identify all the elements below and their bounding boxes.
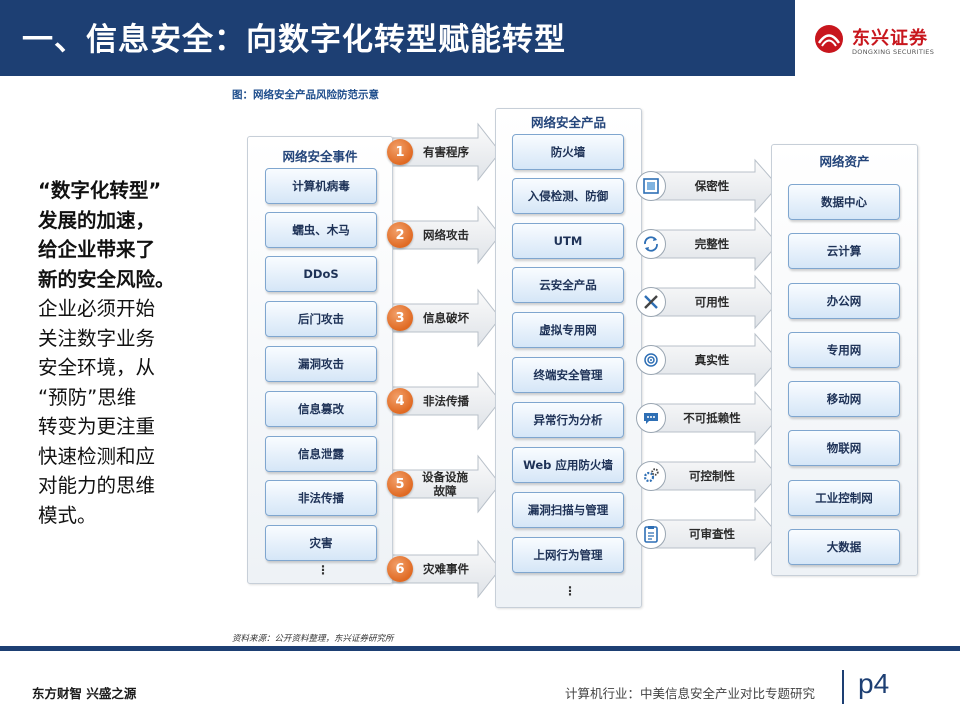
dongxing-logo-icon xyxy=(815,25,843,53)
footer-separator xyxy=(842,670,844,704)
page-number: p4 xyxy=(858,668,890,699)
threat-label: 灾难事件 xyxy=(423,562,469,576)
footer-report-title: 计算机行业：中美信息安全产业对比专题研究 xyxy=(565,686,816,701)
property-label: 可控制性 xyxy=(689,469,735,483)
logo-text-cn: 东兴证券 xyxy=(852,28,928,49)
threat-label: 网络攻击 xyxy=(423,228,469,242)
assets-panel-title: 网络资产 xyxy=(819,154,870,169)
clipboard-icon xyxy=(636,519,666,549)
threat-arrows xyxy=(384,122,501,599)
commentary-line: 企业必须开始 xyxy=(38,297,156,320)
property-label: 可审查性 xyxy=(689,527,735,541)
event-item: 后门攻击 xyxy=(265,301,377,337)
property-label: 不可抵赖性 xyxy=(683,411,741,425)
logo-text-en: DONGXING SECURITIES xyxy=(852,48,935,56)
event-item: 漏洞攻击 xyxy=(265,346,377,382)
lock-grid-icon xyxy=(636,171,666,201)
product-item: 虚拟专用网 xyxy=(512,312,624,348)
product-item: UTM xyxy=(512,223,624,259)
fingerprint-icon xyxy=(636,345,666,375)
product-item: 终端安全管理 xyxy=(512,357,624,393)
footer-divider xyxy=(0,646,960,651)
chat-bubble-icon xyxy=(636,403,666,433)
products-more: ⋮ xyxy=(564,584,576,598)
events-panel-title: 网络安全事件 xyxy=(282,149,358,164)
product-item: 入侵检测、防御 xyxy=(512,178,624,214)
event-item: 蠕虫、木马 xyxy=(265,212,377,248)
asset-item: 云计算 xyxy=(788,233,900,269)
event-item: 计算机病毒 xyxy=(265,168,377,204)
threat-label: 有害程序 xyxy=(423,145,469,159)
threat-number: 4 xyxy=(387,388,413,414)
slide-title: 一、信息安全：向数字化转型赋能转型 xyxy=(22,22,566,58)
commentary-bold-line: “数字化转型” xyxy=(38,179,162,202)
property-label: 真实性 xyxy=(694,353,730,367)
figure-source: 资料来源：公开资料整理，东兴证券研究所 xyxy=(232,634,394,644)
gears-icon xyxy=(636,461,666,491)
property-label: 可用性 xyxy=(694,295,730,309)
commentary-line: 安全环境，从 xyxy=(38,356,156,379)
refresh-cycle-icon xyxy=(636,229,666,259)
threat-label: 信息破坏 xyxy=(423,311,469,325)
property-label: 保密性 xyxy=(694,179,730,193)
product-item: 云安全产品 xyxy=(512,267,624,303)
commentary-line: 模式。 xyxy=(38,503,97,527)
threat-number: 6 xyxy=(387,556,413,582)
commentary-line: 对能力的思维 xyxy=(38,474,156,497)
asset-item: 专用网 xyxy=(788,332,900,368)
event-item: 非法传播 xyxy=(265,480,377,516)
product-item: 异常行为分析 xyxy=(512,402,624,438)
asset-item: 移动网 xyxy=(788,381,900,417)
product-item: Web 应用防火墙 xyxy=(512,447,624,483)
tools-icon xyxy=(636,287,666,317)
threat-number: 1 xyxy=(387,139,413,165)
event-item: 信息泄露 xyxy=(265,436,377,472)
product-item: 防火墙 xyxy=(512,134,624,170)
products-panel-title: 网络安全产品 xyxy=(530,115,606,130)
commentary-line: “预防”思维 xyxy=(38,385,137,409)
threat-number: 2 xyxy=(387,222,413,248)
asset-item: 办公网 xyxy=(788,283,900,319)
event-item: 信息篡改 xyxy=(265,391,377,427)
figure-caption: 图：网络安全产品风险防范示意 xyxy=(232,89,379,101)
property-label: 完整性 xyxy=(694,237,730,251)
commentary-bold-line: 新的安全风险。 xyxy=(38,267,175,291)
product-item: 漏洞扫描与管理 xyxy=(512,492,624,528)
events-more: ⋮ xyxy=(317,563,329,577)
left-commentary: “数字化转型” 发展的加速， 给企业带来了 新的安全风险。 企业必须开始 关注数… xyxy=(38,176,203,530)
event-item: 灾害 xyxy=(265,525,377,561)
footer-slogan: 东方财智 兴盛之源 xyxy=(32,686,137,701)
threat-label: 设备设施故障 xyxy=(422,470,468,498)
threat-label: 非法传播 xyxy=(423,394,469,408)
commentary-line: 转变为更注重 xyxy=(38,415,156,438)
commentary-line: 快速检测和应 xyxy=(38,444,156,468)
asset-item: 大数据 xyxy=(788,529,900,565)
asset-item: 物联网 xyxy=(788,430,900,466)
commentary-bold-line: 给企业带来了 xyxy=(38,238,156,261)
commentary-bold-line: 发展的加速， xyxy=(38,208,156,232)
asset-item: 数据中心 xyxy=(788,184,900,220)
threat-number: 3 xyxy=(387,305,413,331)
threat-number: 5 xyxy=(387,471,413,497)
product-item: 上网行为管理 xyxy=(512,537,624,573)
event-item: DDoS xyxy=(265,256,377,292)
asset-item: 工业控制网 xyxy=(788,480,900,516)
commentary-line: 关注数字业务 xyxy=(38,326,156,350)
